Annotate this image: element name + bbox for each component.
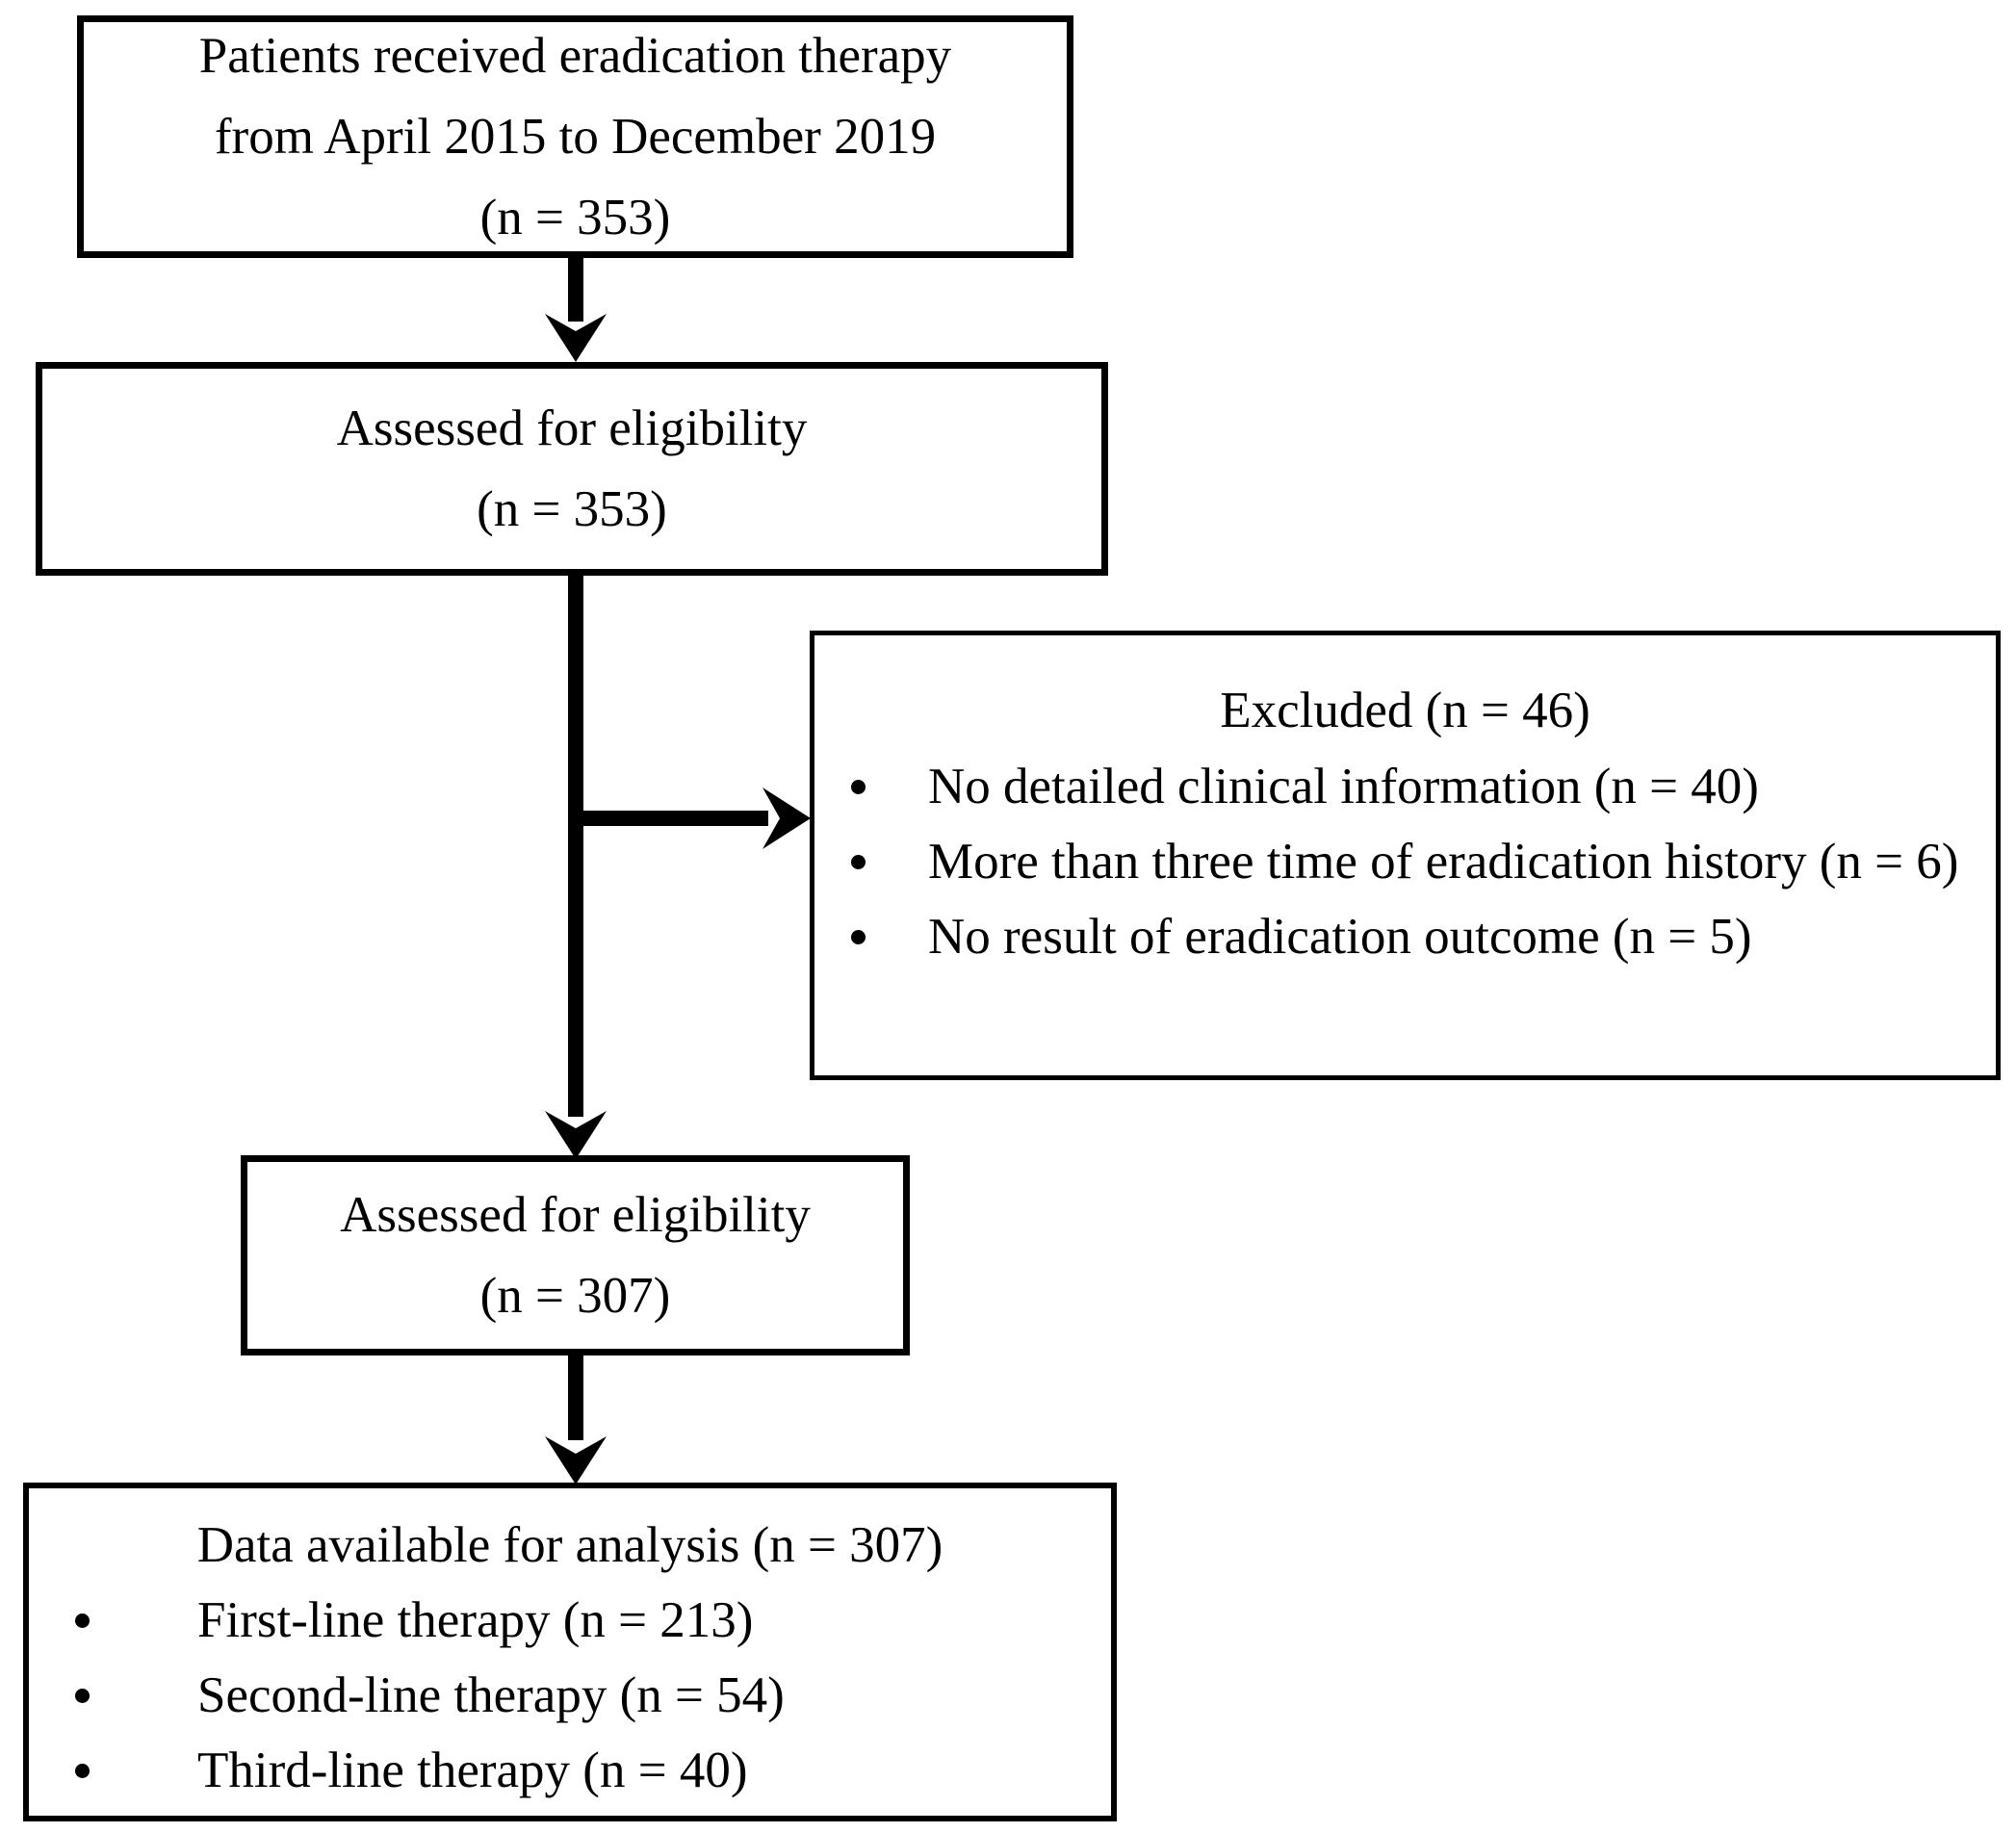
assessed2-count: (n = 307)	[479, 1268, 671, 1324]
arrow-down-stem-2	[568, 574, 583, 1117]
bullet-icon	[851, 855, 866, 869]
box-assessed-eligibility-1: Assessed for eligibility (n = 353)	[36, 362, 1108, 576]
list-item: Second-line therapy (n = 54)	[29, 1658, 1111, 1733]
excluded-item-3: No result of eradication outcome (n = 5)	[928, 909, 1752, 965]
bullet-icon	[75, 1689, 90, 1703]
bullet-icon	[75, 1764, 90, 1778]
excluded-item-1: No detailed clinical information (n = 40…	[928, 759, 1759, 814]
analysis-item-1: First-line therapy (n = 213)	[197, 1592, 754, 1648]
list-item: First-line therapy (n = 213)	[29, 1583, 1111, 1658]
analysis-list: First-line therapy (n = 213) Second-line…	[29, 1583, 1111, 1808]
bullet-icon	[851, 930, 866, 944]
arrow-right-icon	[757, 787, 811, 849]
enrollment-line-1: Patients received eradication therapy	[198, 28, 952, 84]
excluded-item-2: More than three time of eradication hist…	[928, 834, 1959, 890]
analysis-title: Data available for analysis (n = 307)	[196, 1517, 943, 1573]
analysis-item-2: Second-line therapy (n = 54)	[197, 1667, 785, 1723]
box-analysis: Data available for analysis (n = 307) Fi…	[23, 1483, 1117, 1821]
list-item: More than three time of eradication hist…	[814, 824, 1996, 899]
list-item: No detailed clinical information (n = 40…	[814, 749, 1996, 824]
assessed1-line-1: Assessed for eligibility	[336, 400, 808, 456]
arrow-down-icon	[545, 1431, 607, 1484]
assessed2-line-1: Assessed for eligibility	[340, 1187, 811, 1243]
arrow-down-icon	[545, 1105, 607, 1159]
assessed1-count: (n = 353)	[477, 481, 667, 537]
list-item: No result of eradication outcome (n = 5)	[814, 899, 1996, 974]
bullet-icon	[851, 780, 866, 794]
box-enrollment: Patients received eradication therapy fr…	[77, 15, 1073, 258]
enrollment-line-2: from April 2015 to December 2019	[214, 109, 937, 165]
bullet-icon	[75, 1614, 90, 1628]
analysis-item-3: Third-line therapy (n = 40)	[197, 1743, 748, 1798]
arrow-down-icon	[545, 308, 607, 362]
excluded-title: Excluded (n = 46)	[1220, 683, 1590, 738]
arrow-right-stem	[576, 811, 768, 826]
arrow-down-stem-1	[568, 254, 583, 322]
enrollment-count: (n = 353)	[479, 190, 671, 245]
box-assessed-eligibility-2: Assessed for eligibility (n = 307)	[241, 1155, 910, 1355]
list-item: Third-line therapy (n = 40)	[29, 1733, 1111, 1808]
box-excluded: Excluded (n = 46) No detailed clinical i…	[810, 631, 2001, 1080]
arrow-down-stem-3	[568, 1354, 583, 1440]
excluded-list: No detailed clinical information (n = 40…	[814, 749, 1996, 974]
